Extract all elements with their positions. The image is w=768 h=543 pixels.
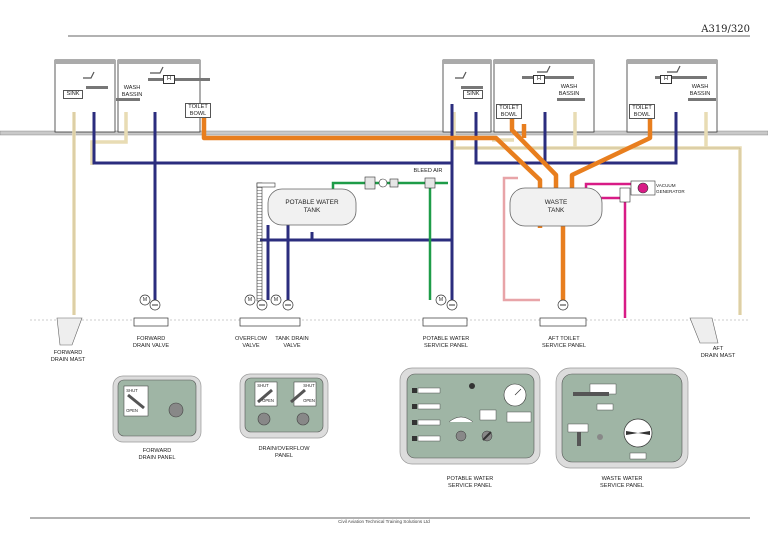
potable-panel-caption: POTABLE WATER SERVICE PANEL bbox=[446, 476, 494, 489]
fwd-drain-valve-motor bbox=[139, 294, 569, 311]
h-label-aft2: H bbox=[660, 75, 672, 84]
tank-drain-valve-label: TANK DRAIN VALVE bbox=[275, 336, 309, 349]
toilet-bowl-fwd-label: TOILET BOWL bbox=[185, 103, 211, 119]
wash-basin-aft2-label: WASH BASSIN bbox=[689, 84, 711, 97]
aft-drain-mast-shape bbox=[689, 317, 719, 344]
bleed-air-label: BLEED AIR bbox=[413, 168, 443, 174]
drain-overflow-panel-box bbox=[239, 373, 329, 439]
sink-fwd-label: SINK bbox=[63, 90, 83, 99]
fwd-panel-shut: SHUT bbox=[126, 388, 138, 393]
waste-panel-caption: WASTE WATER SERVICE PANEL bbox=[600, 476, 644, 489]
forward-drain-mast-shape bbox=[56, 317, 83, 346]
aft-drain-mast-label: AFT DRAIN MAST bbox=[700, 346, 736, 359]
fwd-panel-open: OPEN bbox=[126, 408, 138, 413]
motor-label-fwd: M bbox=[142, 297, 148, 303]
do-panel-shut-2: SHUT bbox=[303, 383, 315, 388]
potable-service-panel-label: POTABLE WATER SERVICE PANEL bbox=[422, 336, 470, 349]
motor-label-potable: M bbox=[438, 297, 444, 303]
aircraft-model-title: A319/320 bbox=[701, 24, 750, 35]
potable-water-tank-label: POTABLE WATER TANK bbox=[285, 199, 339, 214]
cabin-floor bbox=[0, 130, 768, 136]
potable-water-tank bbox=[267, 188, 357, 226]
motor-label-tank-drain: M bbox=[273, 297, 279, 303]
forward-drain-panel-caption: FORWARD DRAIN PANEL bbox=[138, 448, 176, 461]
forward-drain-mast-label: FORWARD DRAIN MAST bbox=[50, 350, 86, 363]
do-panel-open-1: OPEN bbox=[262, 398, 274, 403]
toilet-bowl-aft2-label: TOILET BOWL bbox=[629, 104, 655, 120]
aft-toilet-service-panel-label: AFT TOILET SERVICE PANEL bbox=[542, 336, 586, 349]
bleed-air-filter bbox=[364, 176, 436, 190]
forward-drain-panel-box bbox=[112, 375, 202, 443]
vacuum-generator bbox=[619, 180, 656, 203]
waste-lines bbox=[201, 113, 653, 302]
vacuum-generator-label: VACUUM GENERATOR bbox=[656, 183, 685, 194]
footer-credit: Civil Aviation Technical Training Soluti… bbox=[338, 519, 430, 524]
waste-water-service-panel-box bbox=[555, 367, 689, 469]
h-label-fwd: H bbox=[163, 75, 175, 84]
potable-water-lines bbox=[92, 104, 678, 300]
forward-drain-valve-label: FORWARD DRAIN VALVE bbox=[132, 336, 170, 349]
potable-water-service-panel-box bbox=[399, 367, 541, 465]
wash-basin-aft1-label: WASH BASSIN bbox=[558, 84, 580, 97]
drain-overflow-panel-caption: DRAIN/OVERFLOW PANEL bbox=[258, 446, 310, 459]
waste-tank bbox=[509, 187, 603, 227]
do-panel-open-2: OPEN bbox=[303, 398, 315, 403]
do-panel-shut-1: SHUT bbox=[257, 383, 269, 388]
sink-aft-label: SINK bbox=[463, 90, 483, 99]
overflow-valve-label: OVERFLOW VALVE bbox=[234, 336, 267, 349]
toilet-bowl-aft1-label: TOILET BOWL bbox=[496, 104, 522, 120]
motor-label-overflow: M bbox=[247, 297, 253, 303]
vent-line bbox=[502, 176, 540, 302]
wash-basin-fwd-label: WASH BASSIN bbox=[121, 85, 143, 98]
waste-tank-label: WASTE TANK bbox=[544, 199, 568, 214]
fuselage-panels bbox=[133, 317, 587, 327]
h-label-aft1: H bbox=[533, 75, 545, 84]
